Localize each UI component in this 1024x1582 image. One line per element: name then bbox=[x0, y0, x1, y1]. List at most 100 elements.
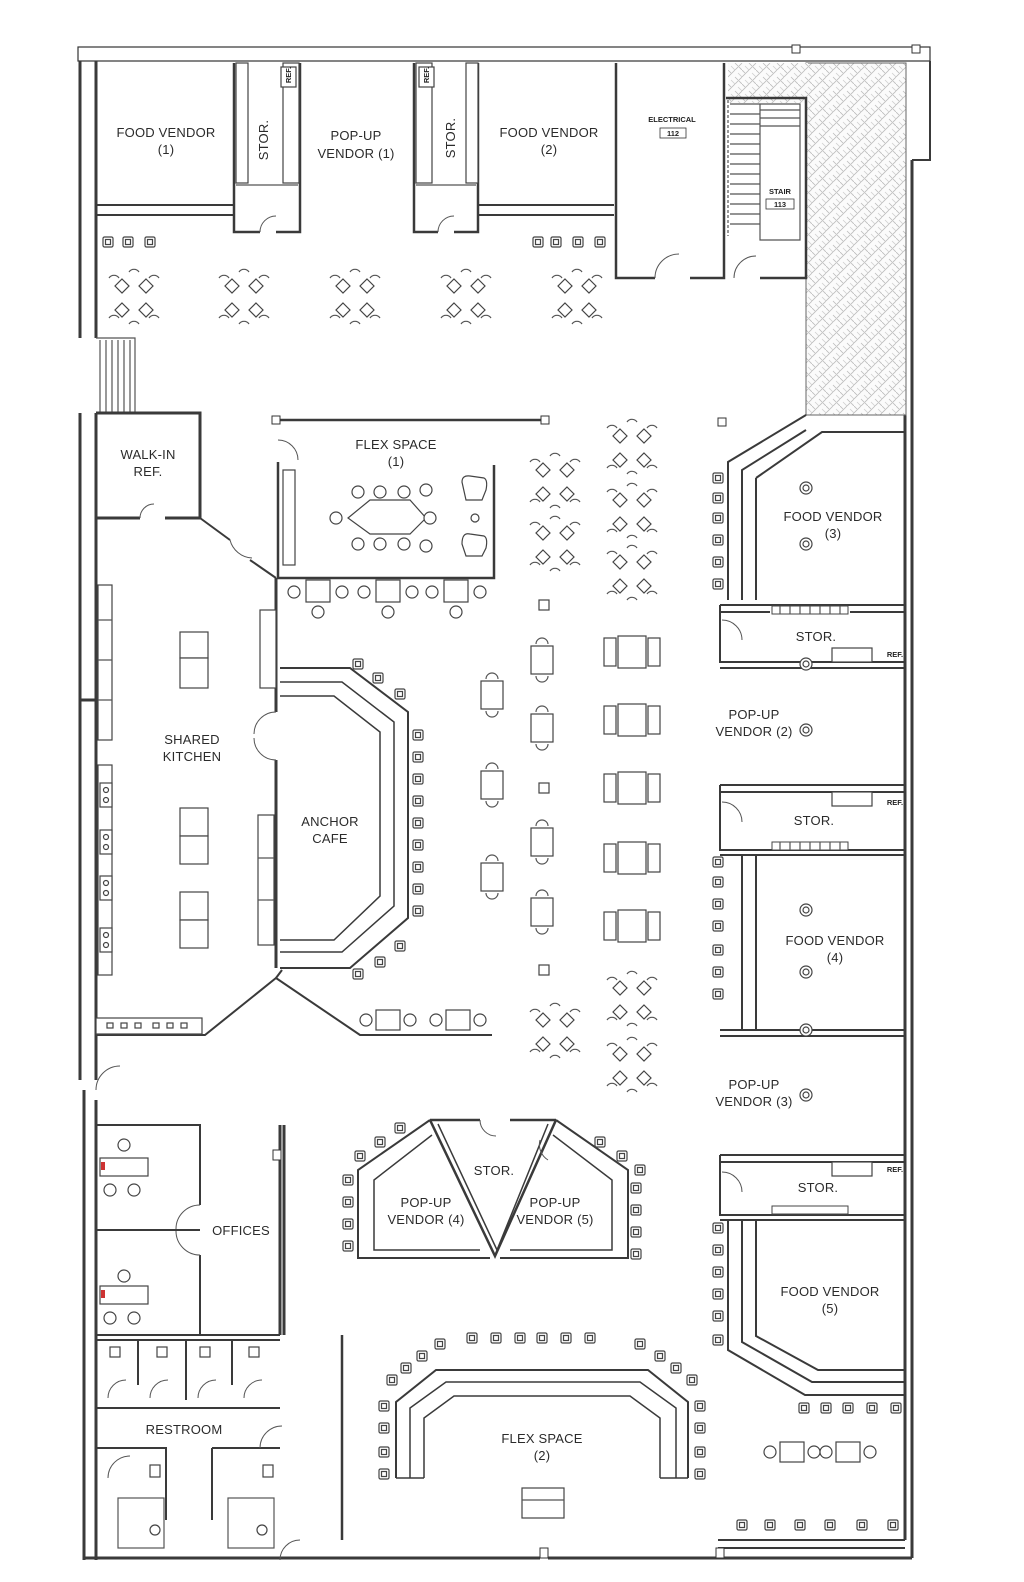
stool bbox=[466, 1332, 478, 1344]
sink-mark bbox=[180, 1022, 188, 1029]
center-dining-tables bbox=[480, 418, 661, 1093]
chair bbox=[763, 1445, 777, 1459]
stool bbox=[594, 1136, 606, 1148]
four-top-table-cluster bbox=[606, 418, 658, 475]
stool bbox=[712, 898, 724, 910]
table bbox=[557, 278, 573, 294]
stor-3-label: STOR. bbox=[796, 629, 837, 644]
entrance-steps bbox=[96, 337, 136, 414]
stool bbox=[342, 1174, 354, 1186]
table bbox=[636, 492, 652, 508]
stool bbox=[616, 1150, 628, 1162]
toilet bbox=[256, 1524, 268, 1536]
flex-space-1-seating bbox=[287, 579, 487, 619]
svg-text:KITCHEN: KITCHEN bbox=[163, 749, 221, 764]
sink-mark bbox=[166, 1022, 174, 1029]
shared-kitchen-label: SHARED bbox=[164, 732, 219, 747]
chair bbox=[429, 1013, 443, 1027]
stool bbox=[342, 1240, 354, 1252]
stool bbox=[378, 1468, 390, 1480]
table bbox=[636, 1004, 652, 1020]
stool bbox=[712, 512, 724, 524]
stool bbox=[490, 1332, 502, 1344]
chair bbox=[127, 1183, 141, 1197]
stair-label: STAIR bbox=[769, 187, 792, 196]
stool bbox=[372, 672, 384, 684]
right-vendor-labels: FOOD VENDOR (3) STOR. REF. POP-UP VENDOR… bbox=[715, 509, 903, 1316]
four-top-rect-table bbox=[603, 841, 661, 875]
stool bbox=[412, 839, 424, 851]
chair bbox=[405, 585, 419, 599]
stool bbox=[694, 1446, 706, 1458]
stool bbox=[374, 1136, 386, 1148]
stool bbox=[866, 1402, 878, 1414]
svg-text:VENDOR (2): VENDOR (2) bbox=[715, 724, 792, 739]
table bbox=[612, 980, 628, 996]
stor-5-label: STOR. bbox=[798, 1180, 839, 1195]
four-top-table-cluster bbox=[606, 970, 658, 1027]
svg-text:(1): (1) bbox=[388, 454, 405, 469]
stool bbox=[694, 1468, 706, 1480]
stool bbox=[144, 236, 156, 248]
four-top-rect-table bbox=[603, 703, 661, 737]
table bbox=[224, 278, 240, 294]
four-top-table-cluster bbox=[529, 452, 581, 509]
svg-text:REF.: REF. bbox=[422, 67, 431, 83]
stool bbox=[686, 1374, 698, 1386]
stove bbox=[99, 927, 113, 953]
stool bbox=[712, 492, 724, 504]
svg-text:113: 113 bbox=[774, 200, 786, 209]
two-top-table bbox=[480, 672, 504, 718]
four-top-table-cluster bbox=[218, 268, 270, 325]
chair bbox=[381, 605, 395, 619]
svg-text:REF.: REF. bbox=[887, 798, 903, 807]
four-top-table-cluster bbox=[108, 268, 160, 325]
table bbox=[446, 278, 462, 294]
stool bbox=[856, 1519, 868, 1531]
chair bbox=[311, 605, 325, 619]
table bbox=[559, 1036, 575, 1052]
stool bbox=[352, 658, 364, 670]
stool bbox=[572, 236, 584, 248]
stool bbox=[712, 1310, 724, 1322]
chair bbox=[403, 1013, 417, 1027]
stool bbox=[694, 1400, 706, 1412]
stool bbox=[352, 968, 364, 980]
svg-text:VENDOR (1): VENDOR (1) bbox=[317, 146, 394, 161]
anchor-cafe-counter bbox=[280, 658, 487, 1031]
table bbox=[612, 1070, 628, 1086]
toilet bbox=[248, 1346, 260, 1358]
stool bbox=[736, 1519, 748, 1531]
stool bbox=[378, 1422, 390, 1434]
stool bbox=[670, 1362, 682, 1374]
table bbox=[559, 549, 575, 565]
table bbox=[535, 525, 551, 541]
stool bbox=[820, 1402, 832, 1414]
table bbox=[559, 462, 575, 478]
table bbox=[612, 452, 628, 468]
chair bbox=[335, 585, 349, 599]
chair bbox=[397, 537, 411, 551]
flex-space-2-label: FLEX SPACE bbox=[501, 1431, 582, 1446]
table bbox=[557, 302, 573, 318]
table bbox=[636, 428, 652, 444]
stool bbox=[712, 578, 724, 590]
stool bbox=[342, 1218, 354, 1230]
table bbox=[305, 579, 331, 603]
table bbox=[612, 1046, 628, 1062]
four-top-table-cluster bbox=[606, 1036, 658, 1093]
table bbox=[359, 302, 375, 318]
svg-text:(4): (4) bbox=[827, 950, 844, 965]
toilet bbox=[109, 1346, 121, 1358]
sink-mark bbox=[106, 1022, 114, 1029]
table bbox=[375, 1009, 401, 1031]
chair bbox=[423, 511, 437, 525]
chair bbox=[103, 1311, 117, 1325]
table bbox=[535, 462, 551, 478]
table bbox=[612, 492, 628, 508]
two-top-table bbox=[530, 705, 554, 751]
table bbox=[581, 278, 597, 294]
anchor-cafe-label: ANCHOR bbox=[301, 814, 359, 829]
walk-in-ref-label: WALK-IN bbox=[120, 447, 175, 462]
stool bbox=[514, 1332, 526, 1344]
